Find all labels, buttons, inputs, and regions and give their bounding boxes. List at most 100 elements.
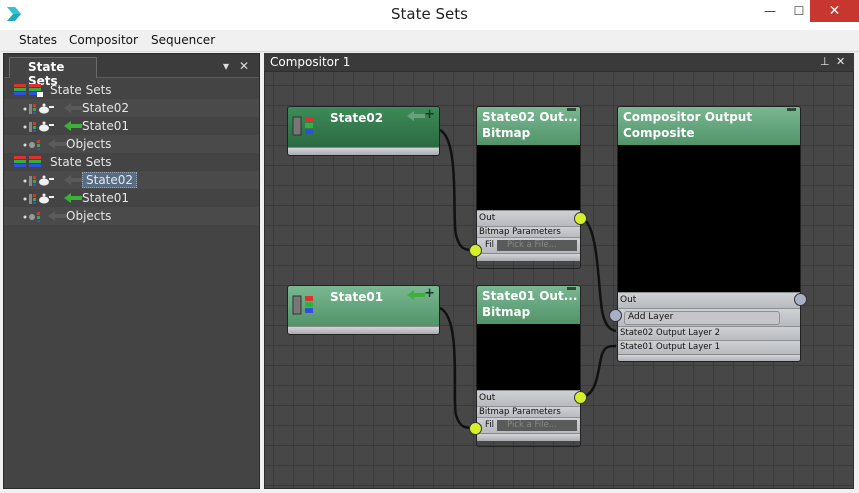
bitmap-preview xyxy=(477,145,580,210)
tree-label: State Sets xyxy=(50,155,112,169)
node-bitmap-state02[interactable]: State02 Out... Bitmap Out Bitmap Paramet… xyxy=(476,106,581,269)
compositor-close-icon[interactable]: ✕ xyxy=(836,55,846,68)
minimize-button[interactable]: — xyxy=(764,4,776,18)
arrow-left-icon xyxy=(407,111,425,121)
tree-label: State Sets xyxy=(50,83,112,97)
menu-sequencer[interactable]: Sequencer xyxy=(151,33,216,47)
collapse-icon[interactable] xyxy=(567,287,576,290)
state-sets-icon xyxy=(14,156,41,167)
file-slot: Fil Pick a File... xyxy=(477,417,580,433)
dropdown-icon[interactable]: ▾ xyxy=(223,59,230,73)
tree-item-state01[interactable]: State01 xyxy=(4,117,259,135)
bitmap-preview xyxy=(477,324,580,390)
panel-close-icon[interactable]: ✕ xyxy=(239,59,250,73)
out-port[interactable] xyxy=(574,212,587,225)
file-in-port[interactable] xyxy=(469,422,482,435)
close-button[interactable]: ✕ xyxy=(810,0,859,22)
state-node-icon xyxy=(292,116,313,136)
layer-label: State01 Output Layer 1 xyxy=(620,342,721,352)
state-icon xyxy=(23,103,54,114)
active-arrow-icon xyxy=(64,193,82,203)
out-slot: Out xyxy=(477,210,580,226)
node-state01[interactable]: State01 + xyxy=(287,285,440,335)
collapse-icon[interactable] xyxy=(787,108,796,111)
node-title: Compositor Output xyxy=(623,110,753,124)
node-title: State01 xyxy=(330,290,384,304)
node-bitmap-state01[interactable]: State01 Out... Bitmap Out Bitmap Paramet… xyxy=(476,285,581,447)
expand-icon[interactable]: + xyxy=(424,286,435,301)
out-label: Out xyxy=(620,295,637,305)
file-label: Fil xyxy=(485,240,494,250)
tree-label-selected: State02 xyxy=(82,172,138,188)
file-in-port[interactable] xyxy=(469,244,482,257)
active-arrow-icon xyxy=(407,290,425,300)
state-sets-icon xyxy=(14,84,43,97)
pick-file-button[interactable]: Pick a File... xyxy=(497,240,577,251)
pin-icon[interactable]: ⊥ xyxy=(820,55,830,68)
panel-tab-bar: State Sets ▾ ✕ xyxy=(4,54,259,88)
menu-bar: States Compositor Sequencer xyxy=(0,30,859,52)
node-subtitle: Composite xyxy=(623,126,695,140)
bitmap-parameters-slot[interactable]: Bitmap Parameters xyxy=(477,406,580,417)
out-slot: Out xyxy=(477,390,580,406)
window-title: State Sets xyxy=(391,5,468,23)
node-title: State02 xyxy=(330,111,384,125)
out-label: Out xyxy=(479,393,496,403)
compositor-header: Compositor 1 ⊥ ✕ xyxy=(264,53,854,71)
menu-compositor[interactable]: Compositor xyxy=(69,33,138,47)
tree-item-state-sets[interactable]: State Sets xyxy=(4,81,259,99)
node-title: State01 Out... xyxy=(482,289,578,303)
node-title: State02 Out... xyxy=(482,110,578,124)
layer-label: State02 Output Layer 2 xyxy=(620,328,721,338)
params-label: Bitmap Parameters xyxy=(479,407,561,417)
tree-label: Objects xyxy=(66,137,112,151)
arrow-left-icon xyxy=(48,211,66,221)
objects-icon xyxy=(23,140,40,150)
out-port[interactable] xyxy=(574,391,587,404)
bitmap-parameters-slot[interactable]: Bitmap Parameters xyxy=(477,226,580,237)
active-arrow-icon xyxy=(64,121,82,131)
tab-state-sets[interactable]: State Sets xyxy=(9,57,97,88)
layer2-slot[interactable]: State02 Output Layer 2 xyxy=(618,326,800,340)
add-layer-port[interactable] xyxy=(609,309,622,322)
composite-out-port[interactable] xyxy=(794,293,807,306)
out-label: Out xyxy=(479,213,496,223)
file-label: Fil xyxy=(485,420,494,430)
state-icon xyxy=(23,175,54,186)
add-layer-slot[interactable]: Add Layer xyxy=(618,308,800,326)
layer1-slot[interactable]: State01 Output Layer 1 xyxy=(618,340,800,354)
node-footer xyxy=(288,147,439,155)
file-slot: Fil Pick a File... xyxy=(477,237,580,253)
params-label: Bitmap Parameters xyxy=(479,227,561,237)
state-icon xyxy=(23,193,54,204)
tree-label: State01 xyxy=(82,191,130,205)
node-footer xyxy=(618,354,800,361)
maximize-button[interactable]: ☐ xyxy=(793,4,805,18)
tree-item-state02[interactable]: State02 xyxy=(4,99,259,117)
node-footer xyxy=(288,326,439,334)
node-composite[interactable]: Compositor Output Composite Out Add Laye… xyxy=(617,106,801,362)
tree-item-objects[interactable]: Objects xyxy=(4,135,259,153)
tree-item-state02[interactable]: State02 xyxy=(4,171,259,189)
tree-label: State01 xyxy=(82,119,130,133)
arrow-left-icon xyxy=(64,103,82,113)
state-icon xyxy=(23,121,54,132)
tree-item-state-sets[interactable]: State Sets xyxy=(4,153,259,171)
tree-item-state01[interactable]: State01 xyxy=(4,189,259,207)
node-footer xyxy=(477,433,580,441)
app-logo-icon xyxy=(7,7,21,21)
arrow-left-icon xyxy=(48,139,66,149)
tree-label: Objects xyxy=(66,209,112,223)
expand-icon[interactable]: + xyxy=(424,107,435,122)
state-sets-panel: State Sets ▾ ✕ State Sets State02 xyxy=(3,53,260,489)
pick-file-button[interactable]: Pick a File... xyxy=(497,420,577,431)
node-state02[interactable]: State02 + xyxy=(287,106,440,156)
tree-item-objects[interactable]: Objects xyxy=(4,207,259,225)
node-subtitle: Bitmap xyxy=(482,305,531,319)
title-bar: State Sets — ☐ ✕ xyxy=(0,0,859,30)
arrow-left-icon xyxy=(64,175,82,185)
add-layer-button[interactable]: Add Layer xyxy=(624,311,780,325)
objects-icon xyxy=(23,212,40,222)
collapse-icon[interactable] xyxy=(567,108,576,111)
menu-states[interactable]: States xyxy=(19,33,58,47)
